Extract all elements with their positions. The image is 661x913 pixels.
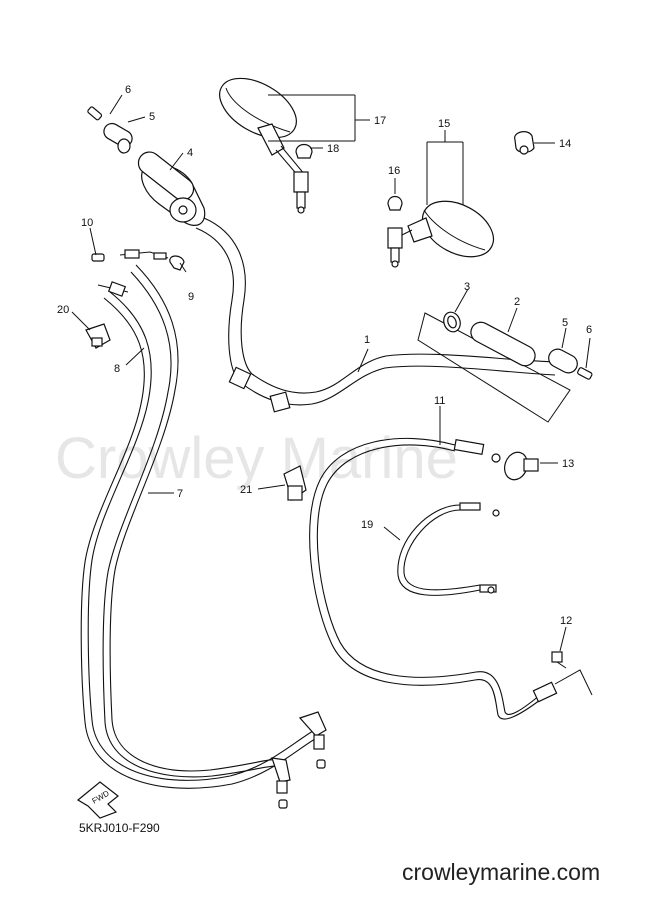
callout-7[interactable]: 7 bbox=[177, 488, 183, 500]
cable-clip-9[interactable] bbox=[169, 255, 185, 271]
right-grip-2[interactable] bbox=[467, 319, 538, 370]
left-grip-assembly[interactable] bbox=[134, 148, 209, 227]
throttle-cable-7[interactable] bbox=[102, 264, 279, 778]
callout-5-right[interactable]: 5 bbox=[562, 317, 568, 329]
callout-15[interactable]: 15 bbox=[438, 118, 450, 130]
cable-end-top-8 bbox=[97, 281, 129, 297]
forward-arrow: FWD bbox=[76, 781, 119, 819]
callout-12[interactable]: 12 bbox=[560, 615, 572, 627]
callout-18[interactable]: 18 bbox=[327, 143, 339, 155]
screw-left-6[interactable] bbox=[87, 106, 103, 121]
screw-right-6[interactable] bbox=[577, 367, 593, 380]
handlebar-band-right bbox=[269, 391, 291, 413]
callout-16[interactable]: 16 bbox=[388, 165, 400, 177]
callout-6-right[interactable]: 6 bbox=[586, 324, 592, 336]
callout-labels: 1 2 3 4 5 5 6 6 7 8 9 10 11 12 13 14 15 … bbox=[57, 84, 592, 627]
callout-9[interactable]: 9 bbox=[188, 291, 194, 303]
callout-17[interactable]: 17 bbox=[374, 115, 386, 127]
handlebar-band-left bbox=[228, 366, 252, 390]
callout-13[interactable]: 13 bbox=[562, 458, 574, 470]
cable-end-top-7 bbox=[119, 249, 169, 260]
callout-3[interactable]: 3 bbox=[464, 281, 470, 293]
grip-end-weight-left[interactable] bbox=[101, 121, 135, 154]
clamp-21[interactable] bbox=[283, 465, 307, 501]
callout-2[interactable]: 2 bbox=[514, 296, 520, 308]
callout-14[interactable]: 14 bbox=[559, 138, 571, 150]
site-name[interactable]: crowleymarine.com bbox=[402, 859, 600, 885]
callout-1[interactable]: 1 bbox=[364, 334, 370, 346]
grip-collar-3[interactable] bbox=[441, 310, 463, 334]
leader-lines bbox=[71, 94, 591, 652]
screw-10[interactable] bbox=[91, 253, 105, 262]
callout-19[interactable]: 19 bbox=[361, 519, 373, 531]
mirror-cap-18[interactable] bbox=[295, 143, 313, 159]
grip-end-weight-right-5[interactable] bbox=[546, 346, 581, 376]
handlebar[interactable] bbox=[195, 217, 557, 413]
watermark-text: Crowley Marine bbox=[55, 426, 458, 491]
callout-5-left[interactable]: 5 bbox=[149, 111, 155, 123]
bolt-12[interactable] bbox=[551, 651, 567, 669]
clamp-14[interactable] bbox=[514, 131, 535, 155]
callout-11[interactable]: 11 bbox=[434, 395, 445, 407]
mirror-left[interactable] bbox=[210, 66, 309, 214]
callout-10[interactable]: 10 bbox=[81, 217, 93, 229]
callout-20[interactable]: 20 bbox=[57, 304, 69, 316]
callout-21[interactable]: 21 bbox=[240, 484, 252, 496]
callout-8[interactable]: 8 bbox=[114, 363, 120, 375]
clutch-cable-11[interactable] bbox=[309, 437, 541, 720]
adjuster-13[interactable] bbox=[501, 449, 539, 483]
cable-holder-20[interactable] bbox=[85, 323, 111, 349]
callout-6-left[interactable]: 6 bbox=[125, 84, 131, 96]
cable-end-8-bottom bbox=[298, 711, 327, 769]
mirror-cap-16[interactable] bbox=[387, 195, 403, 211]
callout-4[interactable]: 4 bbox=[187, 147, 193, 159]
cable-end-11-bottom bbox=[532, 669, 593, 703]
cable-19[interactable] bbox=[397, 502, 500, 596]
cable-end-7-bottom bbox=[271, 757, 291, 809]
throttle-cable-8[interactable] bbox=[80, 291, 321, 789]
diagram-code: 5KRJ010-F290 bbox=[79, 821, 160, 835]
mirror-right[interactable] bbox=[387, 190, 503, 268]
